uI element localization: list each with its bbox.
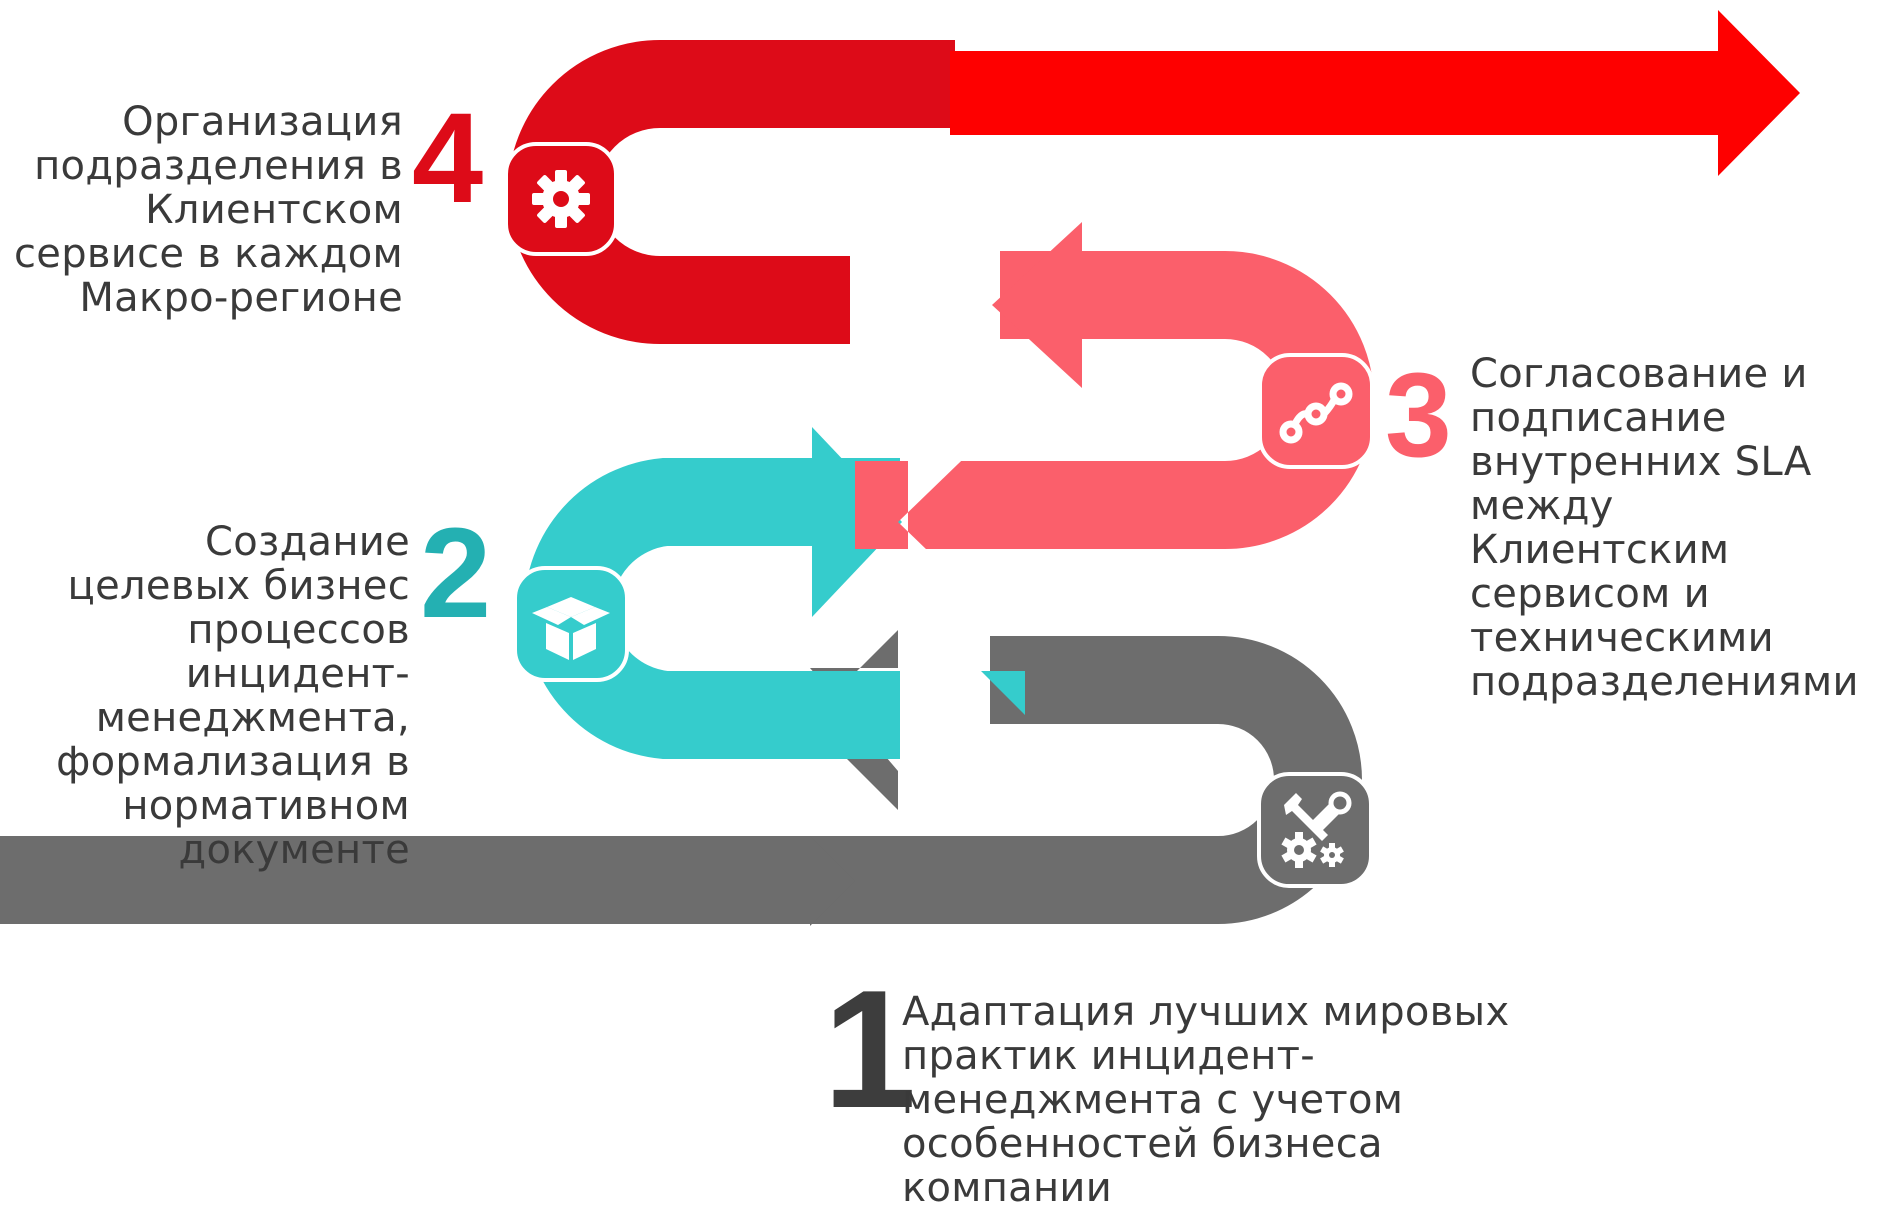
box-icon: [512, 565, 630, 683]
step-1-text: Адаптация лучших мировых практик инциден…: [902, 989, 1510, 1211]
step-4-number: 4: [412, 87, 484, 230]
step-3-arrowhead: [992, 222, 1082, 388]
gear-icon: [503, 141, 619, 257]
step-1-number: 1: [823, 955, 917, 1143]
step-4-text: Организация подразделения в Клиентском с…: [14, 99, 403, 321]
step-3-text: Согласование и подписание внутренних SLA…: [1470, 351, 1859, 705]
step-3-number: 3: [1385, 348, 1452, 482]
step-2-number: 2: [420, 502, 492, 645]
route-nodes-icon: [1257, 352, 1375, 470]
step-4-segment: [508, 39, 1000, 344]
step-2-text: Создание целевых бизнес процессов инциде…: [56, 519, 410, 873]
step-1-tail-arrowhead: [810, 836, 855, 926]
tools-gears-icon: [1256, 771, 1374, 889]
final-arrow: [950, 10, 1800, 176]
